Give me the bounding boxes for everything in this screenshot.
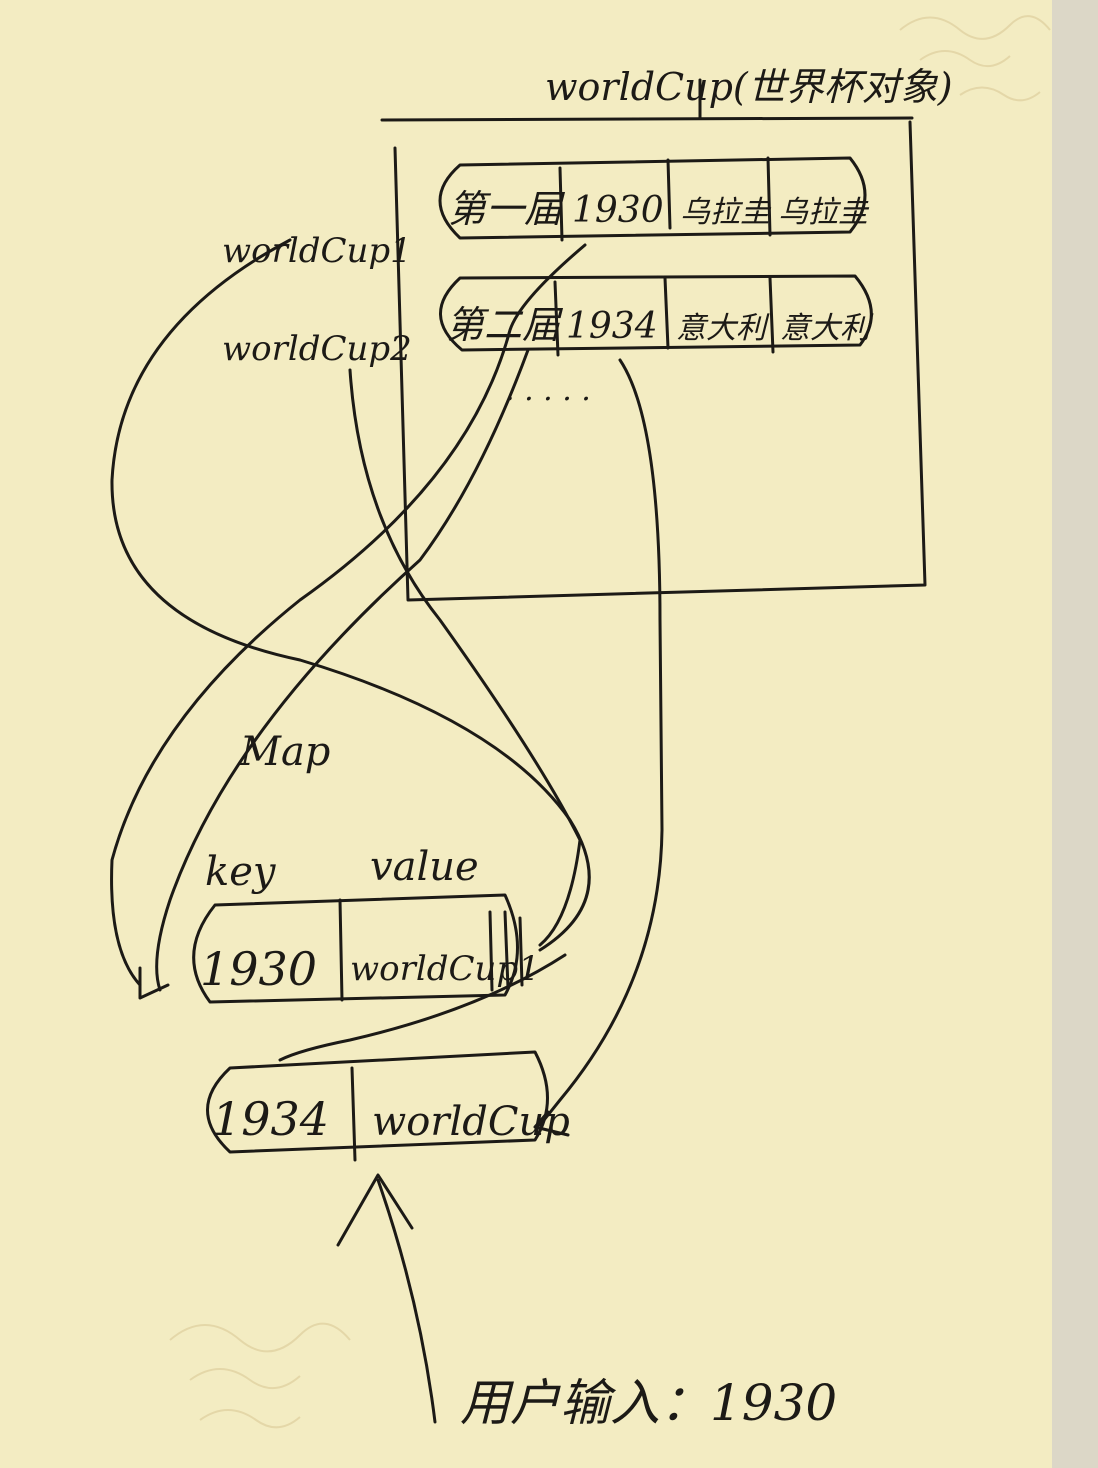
row2-to-map-entry2-curve xyxy=(538,358,664,1127)
object-row-1: 第一届 1930 乌拉圭 乌拉圭 xyxy=(438,156,870,242)
cloud-ornament-top xyxy=(899,15,1051,102)
map-entry-1-value: worldCup1 xyxy=(350,949,540,989)
row-2-outline xyxy=(439,274,873,352)
map-key-header: key xyxy=(205,849,277,895)
row-1-cell-host: 乌拉圭 xyxy=(680,195,772,230)
map-entry-2-outline xyxy=(206,1050,549,1154)
map-value-header: value xyxy=(370,844,479,890)
cloud-ornament-bottom xyxy=(169,1322,351,1429)
user-input-arrow-head xyxy=(336,1173,414,1247)
more-rows-ellipsis: . . . . . xyxy=(505,373,591,408)
map-entry-2-key: 1934 xyxy=(212,1092,329,1146)
row-1-cell-year: 1930 xyxy=(572,190,664,231)
row-2-cell-champion: 意大利 xyxy=(780,311,874,346)
row-1-cell-edition: 第一届 xyxy=(448,187,566,231)
map-title: Map xyxy=(239,729,330,775)
worldcup2-curve xyxy=(348,368,582,947)
user-input-arrow-shaft xyxy=(376,1178,437,1424)
user-input-label: 用户输入：1930 xyxy=(460,1374,837,1432)
map-entry-1-outline xyxy=(192,893,519,1004)
row-2-cell-host: 意大利 xyxy=(676,311,770,346)
row-2-cell-edition: 第二届 xyxy=(446,303,564,347)
worldcup-object-box xyxy=(380,116,927,602)
row-2-cell-year: 1934 xyxy=(566,306,658,347)
object-row-2: 第二届 1934 意大利 意大利 xyxy=(439,274,874,357)
map-entry-1: 1930 worldCup1 xyxy=(192,893,540,1004)
map-entry-1-dividers xyxy=(338,898,524,1002)
diagram-title: worldCup(世界杯对象) xyxy=(545,65,953,109)
row-1-outline xyxy=(438,156,867,240)
row-1-dividers xyxy=(558,156,772,242)
map-entry-2-value: worldCup xyxy=(372,1099,570,1145)
map-entry-2: 1934 worldCup xyxy=(206,1050,570,1162)
worldcup1-to-row1-curve xyxy=(110,238,591,952)
row-2-dividers xyxy=(553,276,775,357)
map-entry-2-divider xyxy=(350,1066,357,1162)
page-edge xyxy=(1052,0,1098,1468)
reference-worldcup1: worldCup1 xyxy=(222,231,412,271)
row2-to-map-curve xyxy=(155,348,530,992)
arrow-head-entry1 xyxy=(138,966,170,1000)
row1-to-map-entry1-curve xyxy=(110,243,587,987)
arrow-head-entry2 xyxy=(533,1110,570,1137)
row-1-cell-champion: 乌拉圭 xyxy=(778,195,870,230)
entry1-to-entry2-curve xyxy=(278,953,567,1062)
reference-worldcup2: worldCup2 xyxy=(222,329,412,369)
map-entry-1-key: 1930 xyxy=(200,942,317,996)
